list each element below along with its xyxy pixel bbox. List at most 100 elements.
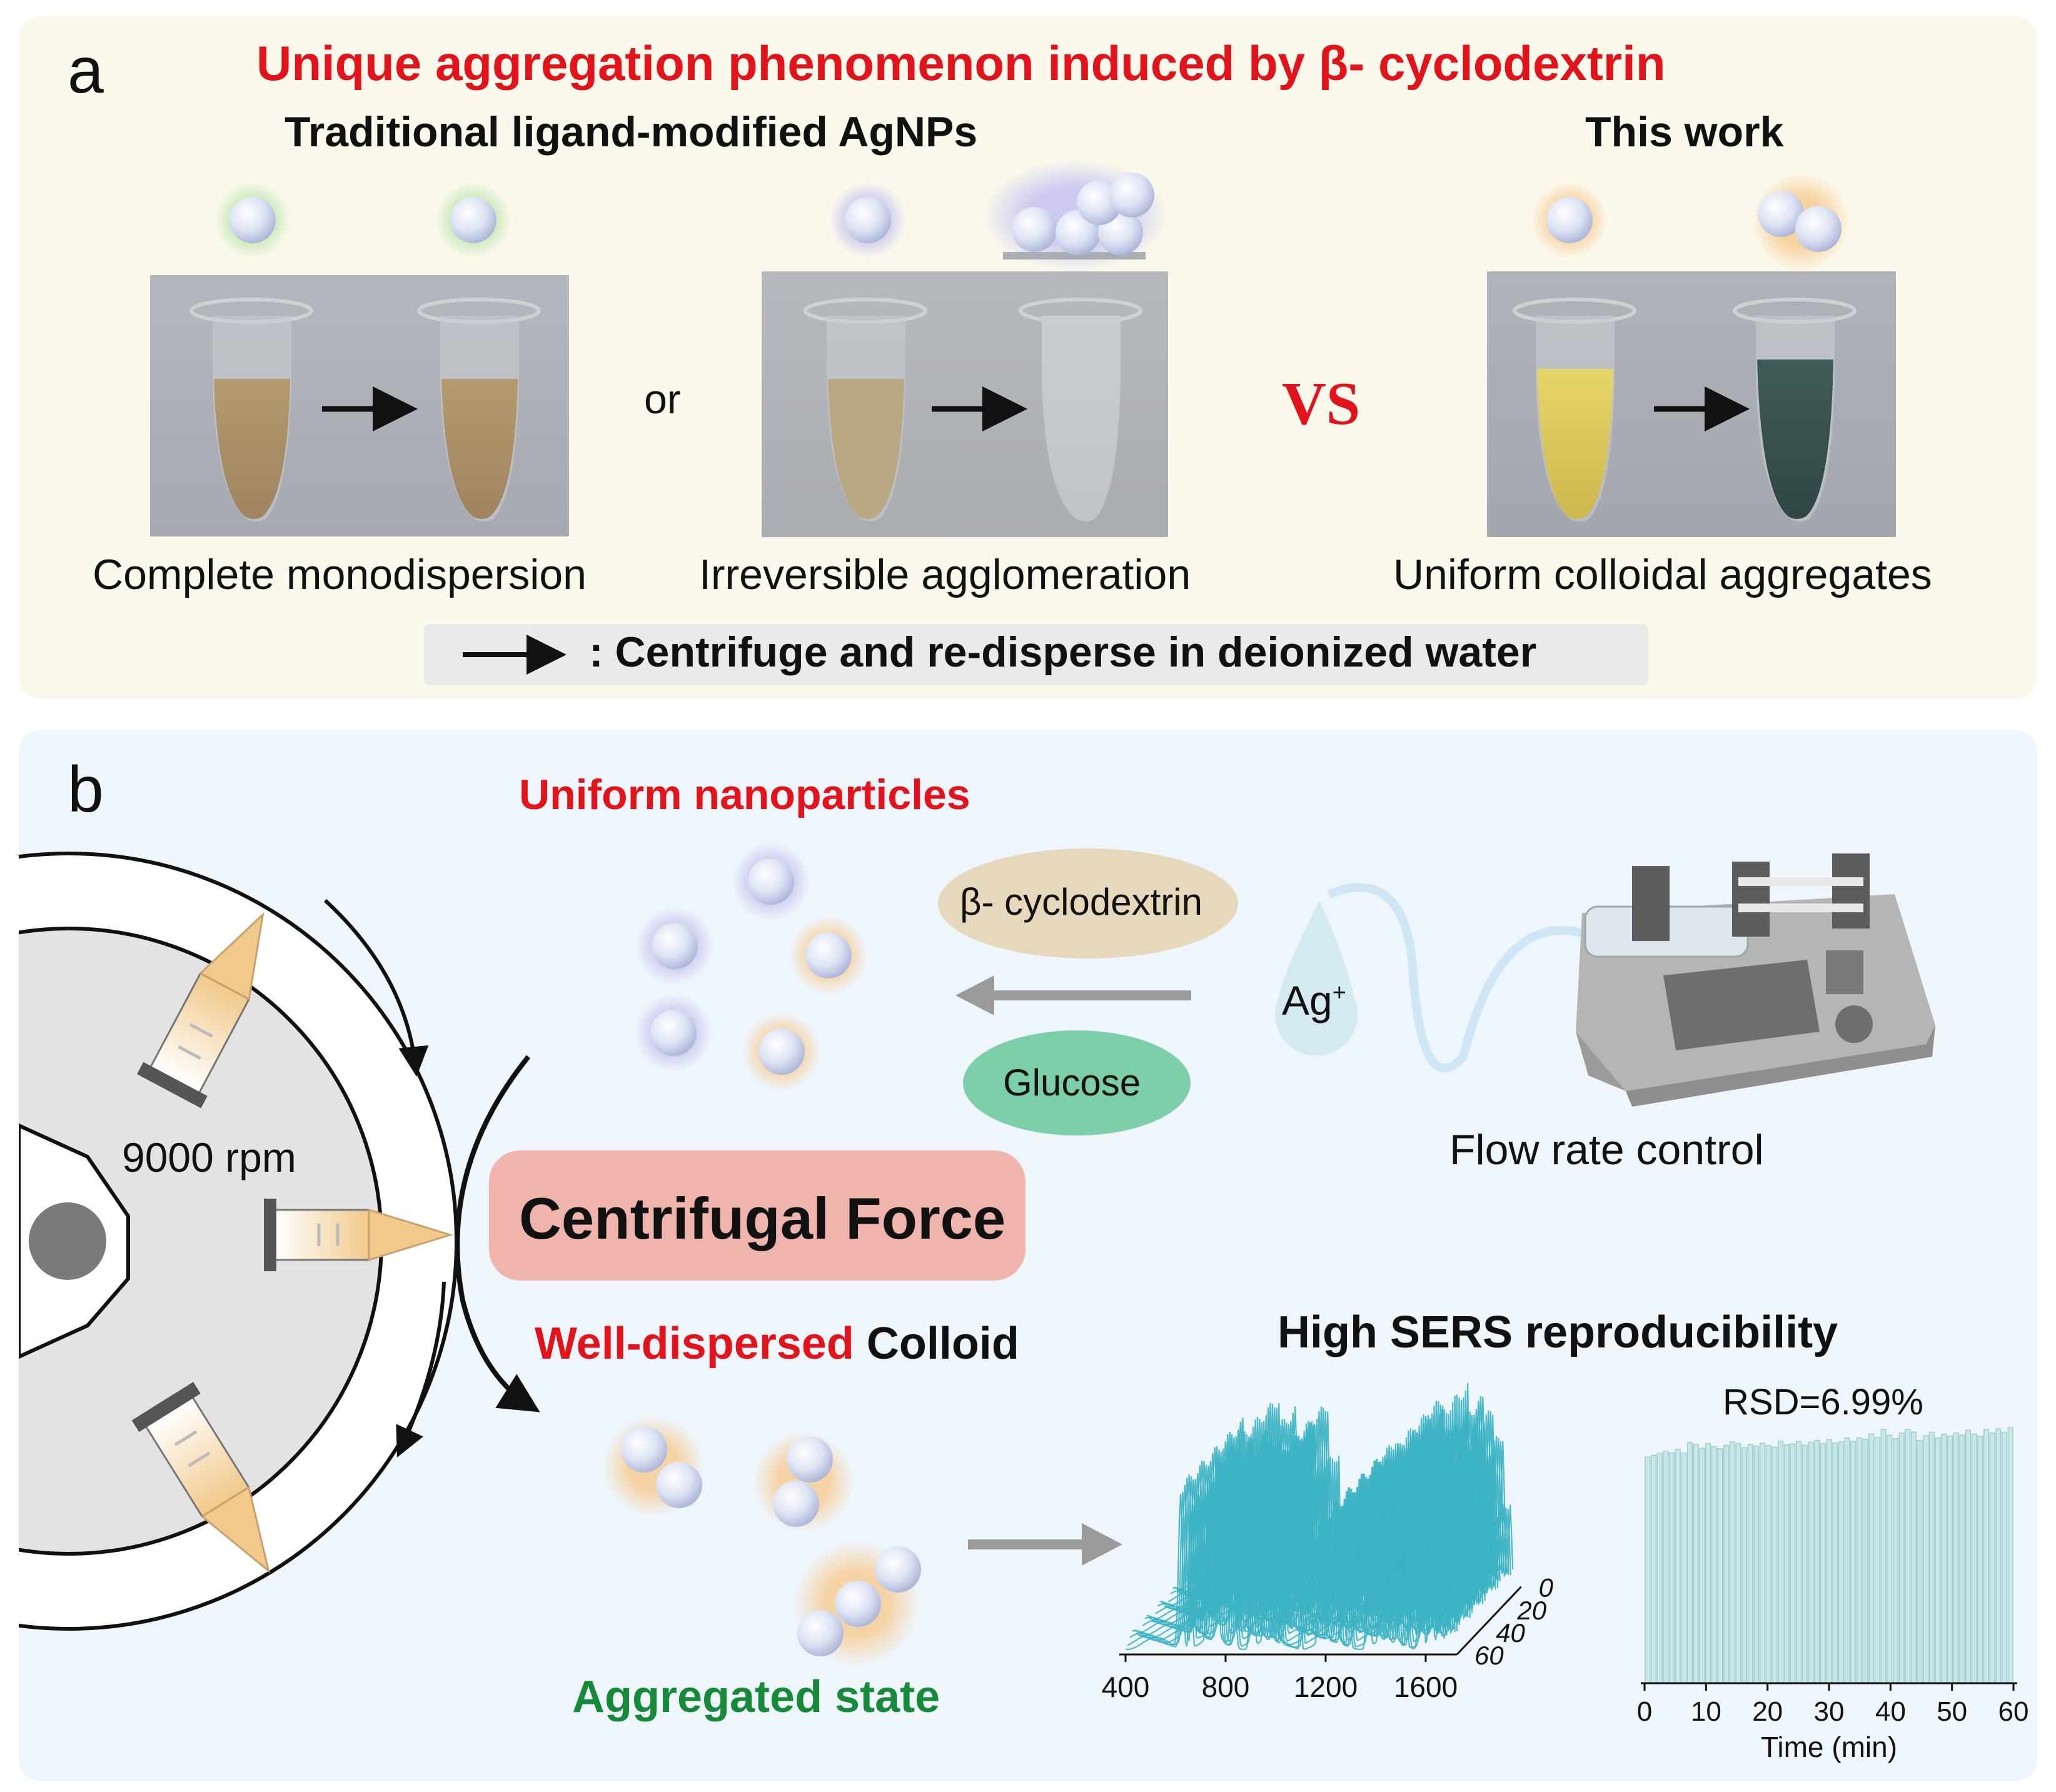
rsd-bar <box>1947 1435 1953 1684</box>
legend-text: : Centrifuge and re-disperse in deionize… <box>589 628 1537 676</box>
tube-monodispersion-before <box>189 298 313 521</box>
centrifugal-force-box <box>489 1150 1025 1281</box>
rotor-tube-top <box>136 912 265 1109</box>
rsd-bar <box>1826 1439 1832 1684</box>
rsd-bar <box>1953 1432 1959 1684</box>
panel-b-letter: b <box>68 753 104 826</box>
rotor-spindle <box>29 1202 106 1280</box>
glucose-ellipse <box>963 1030 1191 1135</box>
rsd-bar <box>1802 1444 1808 1684</box>
cyclodextrin-label: β- cyclodextrin <box>960 881 1202 923</box>
traditional-heading: Traditional ligand-modified AgNPs <box>285 108 978 156</box>
rsd-bar <box>1856 1437 1862 1684</box>
rsd-bar <box>1995 1428 2002 1684</box>
bar-x-tick-label: 60 <box>1998 1696 2029 1727</box>
glucose-label: Glucose <box>1003 1062 1141 1104</box>
flow-rate-label: Flow rate control <box>1449 1126 1764 1174</box>
rsd-bar <box>1965 1429 1972 1684</box>
rsd-bar <box>2001 1431 2008 1684</box>
rsd-bar <box>1892 1438 1898 1684</box>
spectrum-line <box>1125 1454 1452 1650</box>
bar-x-tick-label: 0 <box>1637 1696 1652 1727</box>
uniform-nanoparticles-label: Uniform nanoparticles <box>519 771 970 818</box>
ag-charge: + <box>1332 980 1346 1006</box>
rsd-bar <box>1923 1435 1929 1684</box>
rsd-bar <box>1887 1434 1893 1684</box>
sphere-green-2 <box>435 181 512 259</box>
rsd-bar <box>1686 1442 1693 1684</box>
sphere-cluster-agglomerated <box>982 159 1169 272</box>
rsd-bar <box>1717 1448 1723 1684</box>
rsd-bar <box>1783 1444 1790 1684</box>
rsd-bar <box>1844 1437 1850 1684</box>
waterfall-depth-tick-label: 40 <box>1496 1618 1525 1648</box>
rsd-bar <box>1747 1444 1753 1684</box>
tube-this-work-before <box>1513 298 1636 521</box>
syringe-pump <box>1576 853 1935 1107</box>
bar-x-axis-label: Time (min) <box>1761 1731 1897 1763</box>
rsd-bar <box>1935 1437 1941 1684</box>
sers-heading: High SERS reproducibility <box>1277 1307 1838 1357</box>
rsd-bar <box>1723 1444 1730 1684</box>
rsd-bar <box>1898 1432 1905 1684</box>
waterfall-depth-tick-label: 60 <box>1474 1641 1504 1670</box>
rsd-bar <box>1862 1438 1868 1684</box>
rotor-tube-middle <box>264 1199 454 1271</box>
rsd-bar <box>1880 1429 1887 1684</box>
centrifugal-force-label: Centrifugal Force <box>519 1185 1006 1251</box>
cyclodextrin-ellipse <box>938 848 1238 959</box>
rsd-bar <box>1765 1445 1771 1684</box>
panel-a-letter: a <box>68 34 104 107</box>
tube-monodispersion-after <box>417 298 541 521</box>
sphere-pair-orange <box>1751 172 1851 272</box>
waterfall-depth-tick-label: 20 <box>1516 1596 1546 1625</box>
rsd-bar <box>1989 1432 1995 1684</box>
rsd-bar <box>1977 1436 1983 1684</box>
well-dispersed-word: Well-dispersed <box>535 1319 854 1369</box>
rsd-bar <box>1910 1431 1917 1684</box>
rsd-bar <box>1760 1442 1766 1684</box>
panel-a-title: Unique aggregation phenomenon induced by… <box>256 36 1666 91</box>
rsd-bar <box>1905 1429 1911 1684</box>
synthesis-arrow-head <box>955 975 994 1015</box>
uniform-nanoparticles <box>635 843 867 1090</box>
rotation-arrow-1 <box>323 899 429 1077</box>
rsd-bar <box>1790 1443 1796 1684</box>
waterfall-x-tick-label: 400 <box>1102 1671 1150 1703</box>
waterfall-x-tick-label: 1600 <box>1394 1671 1458 1703</box>
this-work-heading: This work <box>1585 108 1784 156</box>
waterfall-depth-axis <box>1456 1586 1522 1656</box>
centrifuge-rotor <box>0 852 458 1631</box>
rsd-bar <box>1693 1444 1699 1684</box>
tube-agglomeration-after <box>1019 298 1142 521</box>
waterfall-depth-tick-label: 0 <box>1539 1573 1554 1603</box>
rsd-bar <box>2007 1427 2013 1684</box>
rsd-bar <box>1705 1443 1711 1684</box>
rpm-label: 9000 rpm <box>122 1134 296 1180</box>
ag-ion-label: Ag+ <box>1282 977 1346 1024</box>
rsd-bar <box>1814 1440 1820 1684</box>
rsd-bar <box>1663 1450 1669 1684</box>
caption-agglomeration: Irreversible agglomeration <box>699 551 1191 598</box>
ag-droplet <box>1275 900 1358 1056</box>
rsd-bar <box>1753 1445 1760 1684</box>
rsd-bar <box>1650 1454 1657 1684</box>
sphere-violet-1 <box>829 181 907 259</box>
rsd-bar <box>1917 1440 1923 1684</box>
rsd-bar <box>1850 1441 1857 1684</box>
tubing-line <box>1327 883 1590 1073</box>
rsd-bar <box>1735 1443 1741 1684</box>
rsd-bar <box>1820 1443 1826 1684</box>
rsd-bar <box>1656 1452 1663 1684</box>
rsd-bar <box>1729 1441 1735 1684</box>
rotation-arrow-2 <box>396 1281 446 1457</box>
rsd-bar <box>1808 1441 1814 1684</box>
well-dispersed-colloid-label: Well-dispersed Colloid <box>535 1318 1019 1369</box>
rsd-bar <box>1874 1436 1880 1684</box>
rsd-bar <box>1971 1433 1977 1684</box>
legend-box <box>424 624 1648 685</box>
rsd-bar <box>1675 1449 1681 1684</box>
